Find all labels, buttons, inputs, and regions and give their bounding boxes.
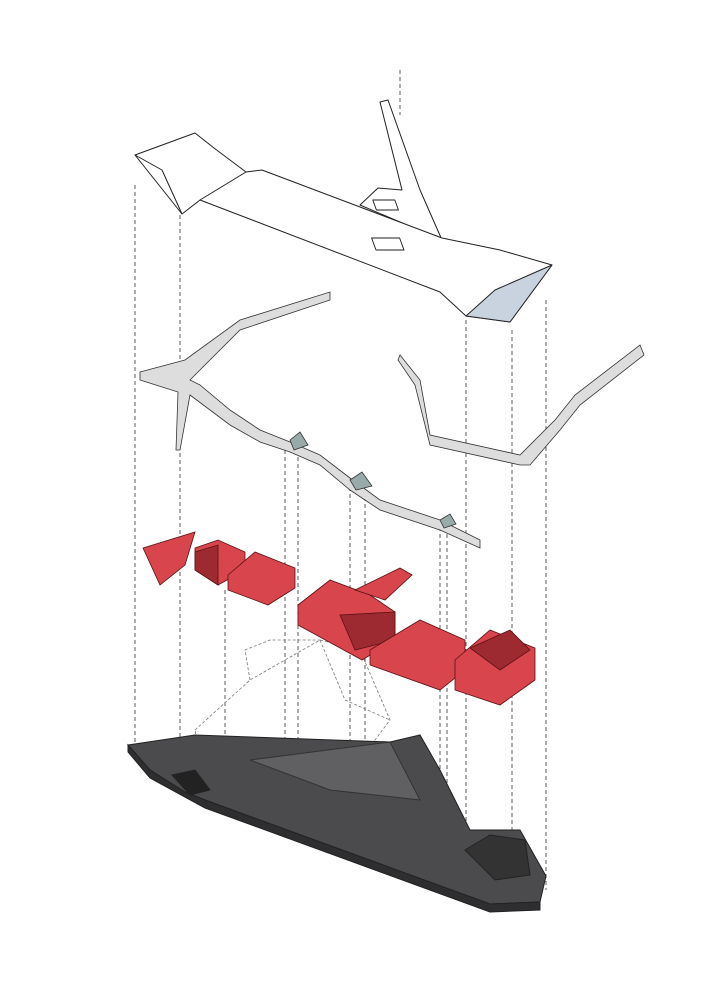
red-volumes xyxy=(142,531,536,706)
existing-building-outline xyxy=(194,639,391,781)
roof xyxy=(134,99,553,323)
base-slab xyxy=(127,734,547,913)
wall-strips xyxy=(139,291,645,549)
